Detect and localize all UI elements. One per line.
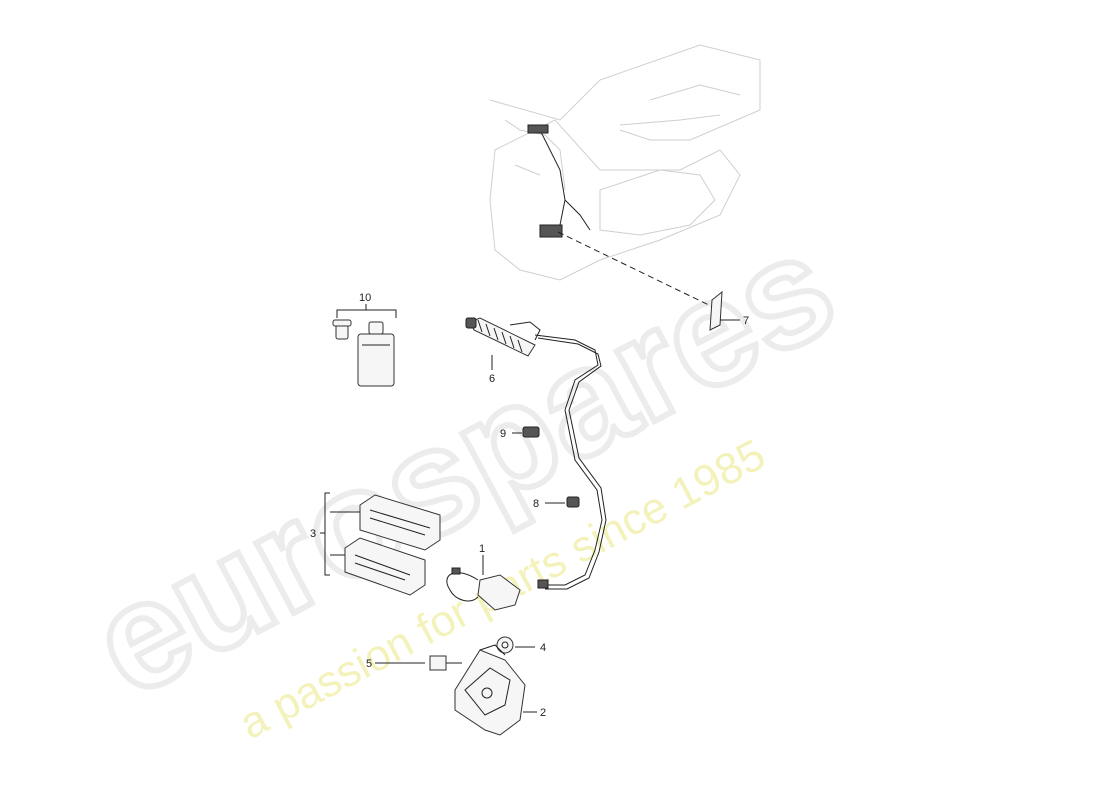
callout-10: 10 <box>359 292 371 304</box>
part-6-spindle-drive: 6 <box>465 317 541 385</box>
part-1-control-unit: 1 <box>446 543 521 611</box>
housing-lower <box>344 537 426 596</box>
callout-2: 2 <box>540 707 546 719</box>
callout-7: 7 <box>743 315 749 327</box>
part-7-trim-strip: 7 <box>709 290 749 331</box>
tailgate-latch <box>539 224 563 238</box>
fluid-bottle <box>357 333 395 387</box>
wiring-harness <box>534 334 607 590</box>
callout-8: 8 <box>533 498 539 510</box>
part-4-nut: 4 <box>496 636 546 654</box>
bracket-body <box>454 649 526 736</box>
callout-3: 3 <box>310 528 316 540</box>
part-10-fluid-kit: 10 <box>332 292 397 387</box>
control-unit-body <box>477 574 521 611</box>
part-8-connector: 8 <box>533 496 580 510</box>
part-5-bolt: 5 <box>366 655 462 671</box>
vehicle-rear-outline <box>489 44 761 309</box>
part-2-bracket: 2 <box>454 644 546 736</box>
harness-connector <box>527 124 549 134</box>
part-9-connector: 9 <box>500 426 540 440</box>
watermark: eurospares a passion for parts since 198… <box>63 197 862 749</box>
callout-1: 1 <box>479 543 485 555</box>
callout-5: 5 <box>366 658 372 670</box>
bleed-screw <box>335 324 349 340</box>
bottle-cap <box>368 321 384 335</box>
part-3-control-unit-housing: 3 <box>310 492 441 596</box>
housing-upper <box>359 494 441 551</box>
callout-6: 6 <box>489 373 495 385</box>
callout-4: 4 <box>540 642 546 654</box>
callout-9: 9 <box>500 428 506 440</box>
